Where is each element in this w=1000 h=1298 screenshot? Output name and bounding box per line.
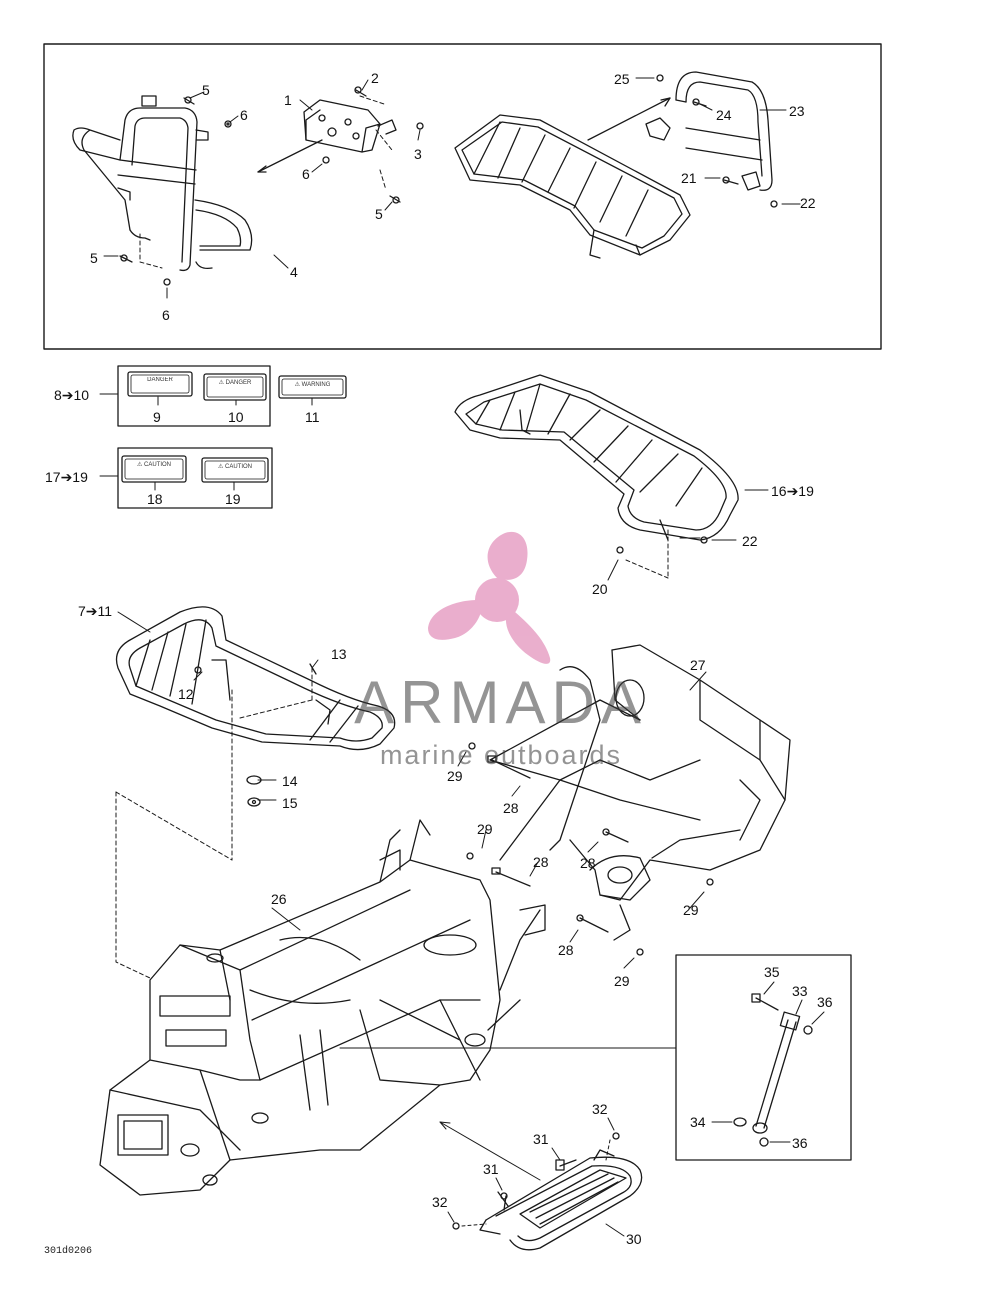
rear-hardware <box>466 742 714 956</box>
callout-31a: 31 <box>533 1131 549 1147</box>
callout-24: 24 <box>716 107 732 123</box>
callout-26: 26 <box>271 891 287 907</box>
document-code: 301d0206 <box>44 1246 93 1257</box>
callout-5a: 5 <box>202 82 210 98</box>
watermark-tagline: marine outboards <box>379 740 623 770</box>
top-hardware <box>119 74 778 286</box>
callout-4: 4 <box>290 264 298 280</box>
callout-29d: 29 <box>614 973 630 989</box>
callout-34: 34 <box>690 1114 706 1130</box>
callout-17-19: 17➔19 <box>45 469 88 485</box>
main-frame <box>99 819 546 1196</box>
callout-23: 23 <box>789 103 805 119</box>
mounting-bracket <box>303 99 397 153</box>
assembly-arrows <box>257 97 671 173</box>
callout-36b: 36 <box>792 1135 808 1151</box>
callout-36a: 36 <box>817 994 833 1010</box>
callout-29b: 29 <box>477 821 493 837</box>
callout-32a: 32 <box>592 1101 608 1117</box>
front-rack <box>115 606 396 751</box>
footrest <box>479 1149 643 1251</box>
rear-rack-large <box>454 374 739 541</box>
callout-33: 33 <box>792 983 808 999</box>
callout-8-10: 8➔10 <box>54 387 90 403</box>
decal-19 <box>201 457 269 483</box>
callout-35: 35 <box>764 964 780 980</box>
decal-10 <box>203 373 267 401</box>
callout-13: 13 <box>331 646 347 662</box>
callout-27: 27 <box>690 657 706 673</box>
callout-9: 9 <box>153 409 161 425</box>
rear-subframe <box>489 644 791 941</box>
callout-29a: 29 <box>447 768 463 784</box>
callout-10: 10 <box>228 409 244 425</box>
callout-18: 18 <box>147 491 163 507</box>
footrest-hardware <box>452 1132 620 1230</box>
kit-panel-frame <box>43 43 882 350</box>
callout-31b: 31 <box>483 1161 499 1177</box>
callout-22b: 22 <box>742 533 758 549</box>
rear-shock <box>733 993 813 1147</box>
callout-7-11: 7➔11 <box>78 603 113 619</box>
decal-19-text: ⚠ CAUTION <box>217 464 253 470</box>
callout-6a: 6 <box>240 107 248 123</box>
callout-29c: 29 <box>683 902 699 918</box>
rear-grab-handle <box>645 71 773 191</box>
callout-3: 3 <box>414 146 422 162</box>
callout-6b: 6 <box>302 166 310 182</box>
callout-21: 21 <box>681 170 697 186</box>
callout-32b: 32 <box>432 1194 448 1210</box>
callout-11: 11 <box>305 409 320 425</box>
callout-19: 19 <box>225 491 241 507</box>
callout-30: 30 <box>626 1231 642 1247</box>
callout-16-19: 16➔19 <box>771 483 814 499</box>
decal-group-17-19 <box>117 447 273 509</box>
callout-25: 25 <box>614 71 630 87</box>
decal-18 <box>121 455 187 483</box>
top-dash-lines <box>139 95 393 269</box>
top-leaders <box>103 77 801 299</box>
callout-2: 2 <box>371 70 379 86</box>
watermark-brand: ARMADA <box>354 669 647 736</box>
shock-inset-frame <box>675 954 852 1161</box>
callout-22a: 22 <box>800 195 816 211</box>
callout-1: 1 <box>284 92 292 108</box>
callout-6c: 6 <box>162 307 170 323</box>
rear-rack-small <box>454 114 691 259</box>
callout-28d: 28 <box>558 942 574 958</box>
callout-14: 14 <box>282 773 298 789</box>
callout-5b: 5 <box>375 206 383 222</box>
decal-10-text: ⚠ DANGER <box>218 380 252 386</box>
decal-11-text: ⚠ WARNING <box>294 382 331 388</box>
callout-12: 12 <box>178 686 194 702</box>
armada-propeller-logo <box>428 531 551 664</box>
callout-5c: 5 <box>90 250 98 266</box>
frame-leader-dash <box>115 791 233 979</box>
callout-28c: 28 <box>580 855 596 871</box>
callout-20: 20 <box>592 581 608 597</box>
callout-28a: 28 <box>503 800 519 816</box>
callout-15: 15 <box>282 795 298 811</box>
decal-9-text: DANGER <box>147 377 173 383</box>
decal-group-8-10 <box>117 365 271 427</box>
front-bumper <box>72 95 253 272</box>
decal-9 <box>127 371 193 397</box>
decal-18-text: ⚠ CAUTION <box>136 462 172 468</box>
callout-28b: 28 <box>533 854 549 870</box>
